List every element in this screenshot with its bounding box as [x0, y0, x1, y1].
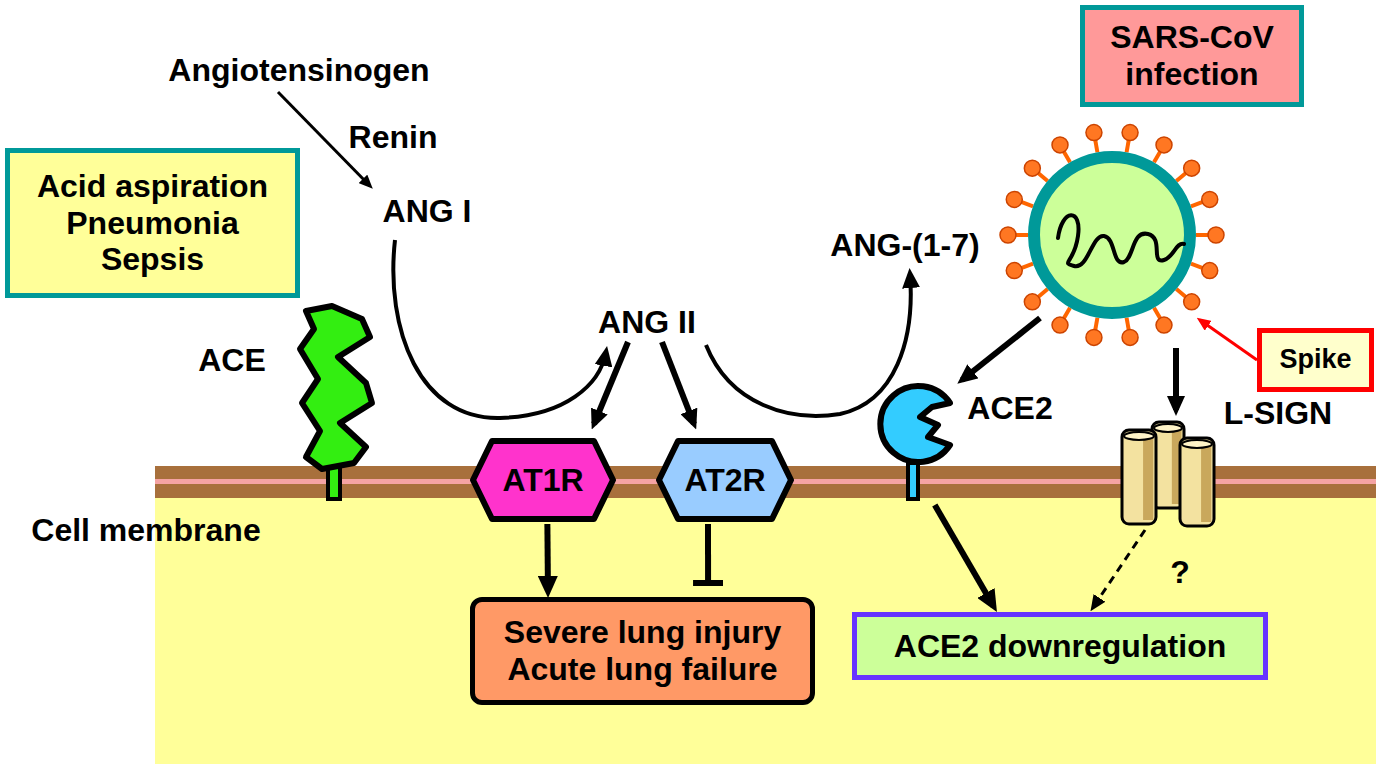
ace2-conversion-arc	[706, 274, 911, 416]
arrow-connector	[1093, 530, 1145, 607]
receptor-arrow	[594, 342, 628, 424]
spike-protein	[1156, 317, 1172, 333]
spike-protein	[1122, 329, 1138, 345]
spike-protein	[1184, 160, 1200, 176]
cylinder-shade	[1201, 442, 1211, 522]
enzyme-shape	[880, 386, 950, 462]
virus-spikes	[1000, 125, 1224, 346]
outcome-box: Severe lung injury Acute lung failure	[470, 597, 815, 705]
box-text: AT1R	[502, 462, 583, 499]
box-text: Severe lung injury Acute lung failure	[483, 614, 802, 688]
callout-box: Spike	[1257, 328, 1374, 392]
receptor-label: ACE	[198, 342, 266, 379]
box-text: Spike	[1279, 344, 1351, 375]
spike-protein	[1000, 227, 1016, 243]
receptor-hexagon: AT1R	[470, 438, 616, 522]
receptor-arrow	[662, 342, 694, 424]
spike-protein	[1052, 317, 1068, 333]
uncertainty-mark: ?	[1170, 554, 1190, 591]
enzyme-label: Renin	[349, 119, 438, 156]
spike-pointer	[1200, 320, 1257, 360]
spike-protein	[1202, 191, 1218, 207]
spike-protein	[1202, 263, 1218, 279]
spike-protein	[1156, 137, 1172, 153]
lectin-receptor: L-SIGN	[1118, 420, 1218, 528]
cylinder-shade	[1143, 434, 1153, 520]
substrate-label: Angiotensinogen	[168, 52, 429, 89]
shape-outline	[292, 303, 378, 503]
arrow-connector	[935, 505, 994, 606]
spike-protein	[1086, 329, 1102, 345]
cylinder-top	[1182, 440, 1212, 448]
cell-interior	[155, 498, 1376, 764]
spike-protein	[1122, 125, 1138, 141]
ace-conversion-arc	[393, 240, 606, 418]
virus-binding-arrow	[962, 318, 1040, 380]
spike-protein	[1006, 263, 1022, 279]
box-text: AT2R	[684, 462, 765, 499]
virus-envelope	[1034, 157, 1190, 313]
condition-box: Acid aspiration Pneumonia Sepsis	[5, 148, 300, 298]
receptor-hexagon-outline	[473, 441, 613, 519]
virus-binding-arrow	[1173, 348, 1179, 410]
spike-protein	[1184, 294, 1200, 310]
outcome-box: ACE2 downregulation	[852, 612, 1268, 680]
membrane-label: Cell membrane	[31, 512, 260, 549]
receptor-hexagon-outline	[659, 441, 791, 519]
shape-outline	[1118, 420, 1218, 528]
arrow-connector	[544, 524, 551, 591]
box-text: SARS-CoV infection	[1092, 19, 1292, 93]
peptide-label: ANG II	[598, 304, 696, 341]
enzyme-shape	[300, 306, 372, 469]
spike-protein	[1086, 125, 1102, 141]
spike-protein	[1024, 294, 1040, 310]
box-text: ACE2 downregulation	[894, 628, 1226, 665]
inhibition-connector	[705, 524, 711, 583]
receptor-stem	[908, 463, 918, 499]
receptor-label: ACE2	[967, 390, 1052, 427]
enzyme-receptor: ACE	[292, 303, 378, 503]
receptor-cylinder	[1122, 430, 1156, 524]
spike-protein	[1052, 137, 1068, 153]
peptide-label: ANG I	[383, 193, 472, 230]
cylinder-top	[1124, 432, 1154, 440]
receptor-hexagon: AT2R	[656, 438, 794, 522]
spike-protein	[1208, 227, 1224, 243]
cylinder-top	[1154, 424, 1182, 432]
enzyme-receptor: ACE2	[872, 381, 958, 503]
shape-outline	[872, 381, 958, 503]
spike-protein	[1024, 160, 1040, 176]
receptor-cylinder	[1180, 438, 1214, 526]
spike-protein	[1006, 191, 1022, 207]
receptor-label: L-SIGN	[1224, 395, 1332, 432]
box-text: Acid aspiration Pneumonia Sepsis	[25, 168, 280, 278]
infection-box: SARS-CoV infection	[1080, 5, 1304, 107]
peptide-label: ANG-(1-7)	[830, 227, 979, 264]
virus-rna	[1058, 215, 1184, 266]
